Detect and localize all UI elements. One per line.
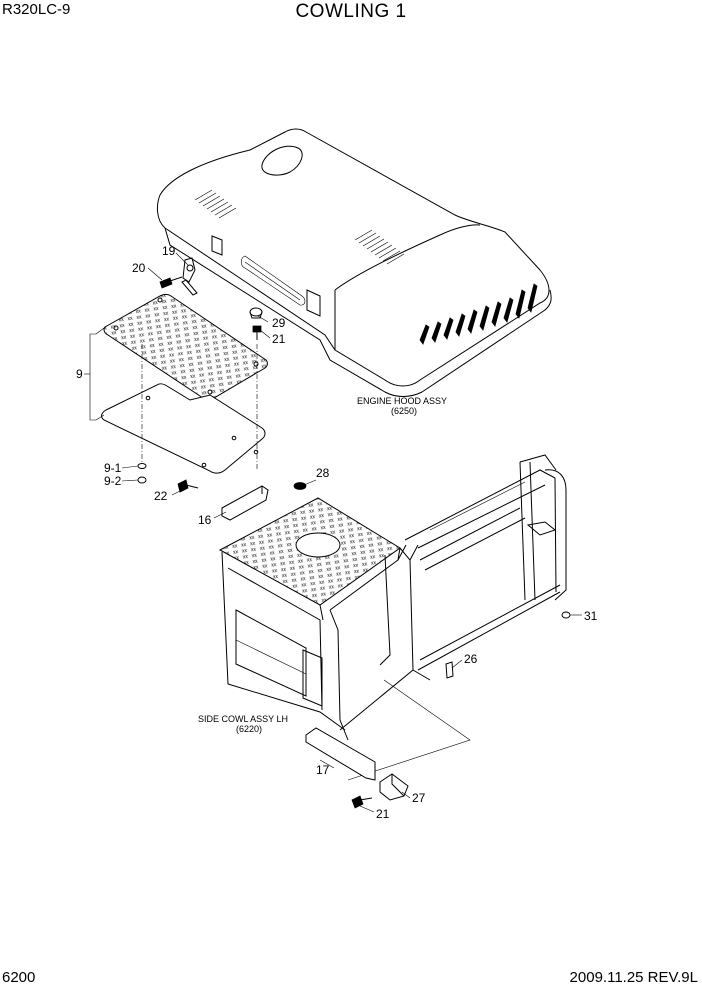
callout-21-upper: 21: [272, 332, 286, 346]
callout-17: 17: [316, 763, 330, 777]
side-cowl-assy-label: SIDE COWL ASSY LH: [198, 714, 288, 724]
bolt-21-upper: [252, 325, 262, 340]
plate-17: [305, 727, 376, 781]
cap-28: [293, 482, 307, 490]
callout-20: 20: [132, 261, 146, 275]
bolt-22: [177, 479, 199, 493]
callout-31: 31: [584, 609, 598, 623]
engine-hood-assy-ref: (6250): [391, 406, 417, 416]
hinge-19: [181, 257, 198, 296]
side-cowl-assy: [218, 454, 567, 781]
latch-26: [445, 661, 454, 679]
bolt-20: [159, 276, 183, 289]
callout-22: 22: [154, 489, 168, 503]
bolt-21-lower: [351, 795, 373, 809]
model-code: R320LC-9: [2, 1, 71, 18]
nut-31: [561, 611, 571, 619]
cap-29: [249, 307, 263, 319]
callout-29: 29: [272, 316, 286, 330]
bracket-16: [221, 485, 269, 521]
callout-21-lower: 21: [376, 807, 390, 821]
engine-hood-assy: [156, 128, 552, 397]
washer-9-1: [137, 463, 147, 469]
callout-26: 26: [464, 652, 478, 666]
callout-9-1: 9-1: [104, 461, 122, 475]
callout-28: 28: [316, 466, 330, 480]
bracket-27: [379, 773, 409, 801]
side-cowl-assy-ref: (6220): [236, 724, 262, 734]
cover-plate-9: [84, 294, 268, 474]
leader-lines: [121, 252, 582, 813]
revision-date: 2009.11.25 REV.9L: [569, 969, 698, 986]
callout-9-2: 9-2: [104, 474, 122, 488]
page-title: COWLING 1: [295, 1, 407, 22]
engine-hood-assy-label: ENGINE HOOD ASSY: [357, 396, 447, 406]
callout-27: 27: [412, 791, 426, 805]
callout-9: 9: [76, 367, 83, 381]
page-number: 6200: [2, 969, 36, 986]
callout-16: 16: [198, 513, 212, 527]
callout-19: 19: [162, 244, 176, 258]
nut-9-2: [137, 476, 147, 484]
